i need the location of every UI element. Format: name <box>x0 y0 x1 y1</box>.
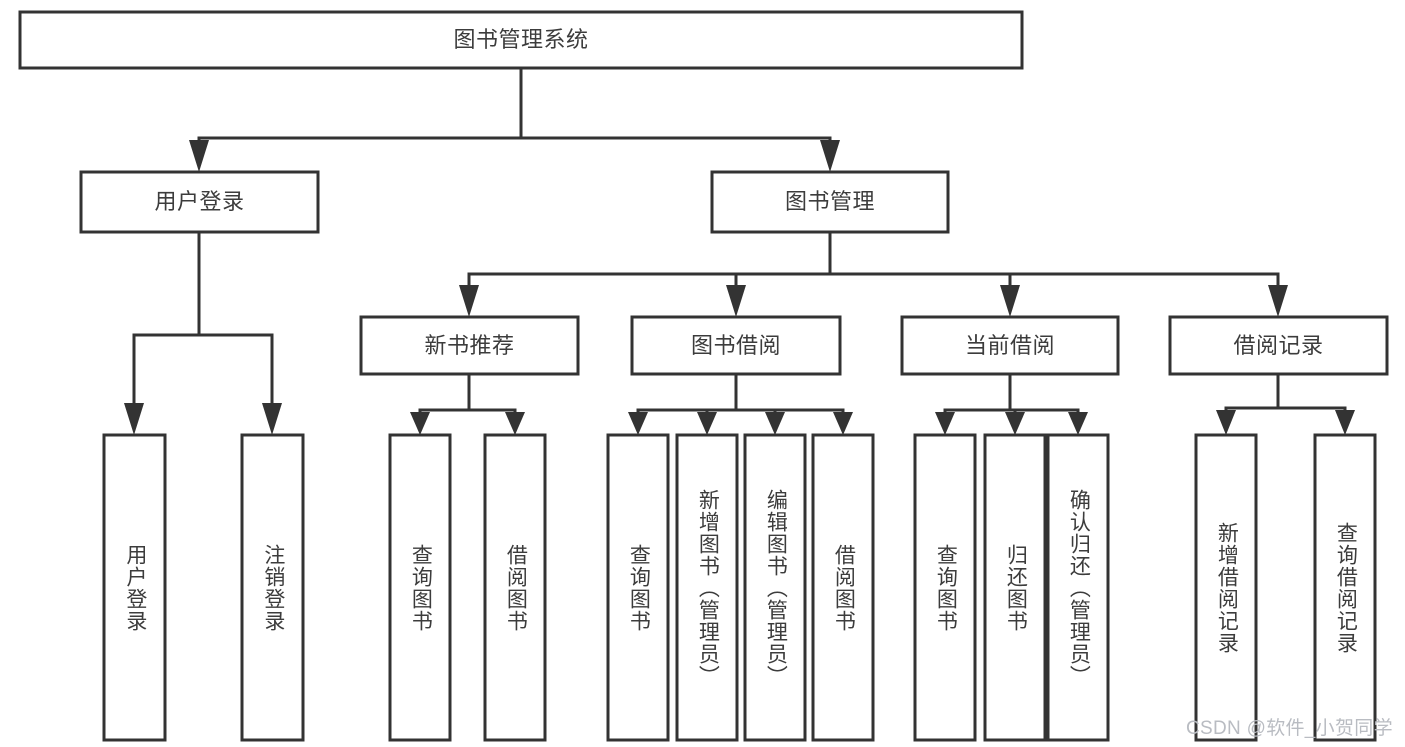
leaf-box-user-login[interactable] <box>102 433 167 742</box>
arrow-book-borrow-leaf-2 <box>697 412 717 435</box>
arrow-book-borrow-leaf-3 <box>765 412 785 435</box>
leaf-box-confirm-return-admin[interactable] <box>1046 433 1110 742</box>
leaf-box-query-book-rec[interactable] <box>388 433 452 742</box>
leaf-box-logout[interactable] <box>240 433 305 742</box>
node-user-login-box[interactable] <box>79 170 320 234</box>
arrow-root-to-user-login <box>189 140 209 172</box>
arrow-book-borrow-leaf-1 <box>628 412 648 435</box>
node-new-book-rec-box[interactable] <box>359 315 580 376</box>
node-book-mgmt-box[interactable] <box>710 170 950 234</box>
csdn-watermark: CSDN @软件_小贺同学 <box>1186 718 1393 739</box>
leaf-box-add-book-admin[interactable] <box>675 433 739 742</box>
arrow-user-login-leaf-1 <box>124 403 144 435</box>
node-root-box[interactable] <box>18 10 1024 70</box>
arrow-root-to-book-mgmt <box>820 140 840 172</box>
arrow-book-mgmt-to-borrow-record <box>1268 285 1288 317</box>
arrow-borrow-record-leaf-1 <box>1216 410 1236 435</box>
arrow-current-borrow-leaf-3 <box>1068 412 1088 435</box>
leaf-box-edit-book-admin[interactable] <box>743 433 807 742</box>
arrow-user-login-leaf-2 <box>262 403 282 435</box>
leaf-box-borrow-book[interactable] <box>811 433 875 742</box>
arrow-book-mgmt-to-book-borrow <box>726 285 746 317</box>
leaf-box-query-borrow-record[interactable] <box>1313 433 1377 742</box>
arrow-current-borrow-leaf-1 <box>935 412 955 435</box>
node-borrow-record-box[interactable] <box>1168 315 1389 376</box>
node-book-borrow-box[interactable] <box>630 315 842 376</box>
arrow-current-borrow-leaf-2 <box>1005 412 1025 435</box>
arrow-book-mgmt-to-current-borrow <box>1000 285 1020 317</box>
node-current-borrow-box[interactable] <box>900 315 1120 376</box>
arrow-borrow-record-leaf-2 <box>1335 410 1355 435</box>
arrow-book-mgmt-to-new-book-rec <box>459 285 479 317</box>
arrow-new-book-rec-leaf-2 <box>505 412 525 435</box>
leaf-box-borrow-book-rec[interactable] <box>483 433 547 742</box>
arrow-new-book-rec-leaf-1 <box>410 412 430 435</box>
leaf-box-add-borrow-record[interactable] <box>1194 433 1258 742</box>
leaf-box-query-book-borrow[interactable] <box>606 433 670 742</box>
arrow-book-borrow-leaf-4 <box>833 412 853 435</box>
leaf-box-query-book-current[interactable] <box>913 433 977 742</box>
leaf-box-return-book[interactable] <box>983 433 1047 742</box>
